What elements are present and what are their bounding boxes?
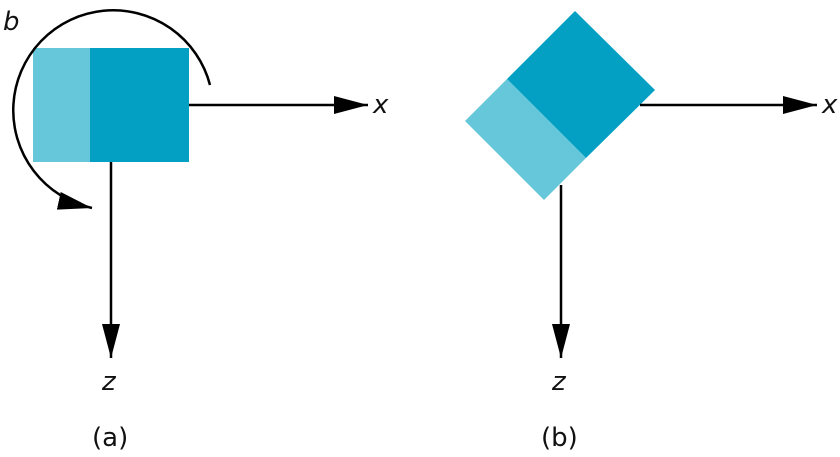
rotated-block-dark-part bbox=[507, 11, 655, 158]
z-axis-label: z bbox=[101, 367, 117, 397]
caption-b: (b) bbox=[541, 423, 578, 453]
panel-a: b x z (a) bbox=[3, 7, 389, 453]
x-axis-label: x bbox=[372, 90, 389, 120]
z-axis-label-b: z bbox=[551, 367, 567, 397]
rotated-block-light-part bbox=[465, 79, 586, 200]
rotation-arc-arrow bbox=[12, 9, 212, 210]
block-light-part bbox=[33, 48, 91, 162]
x-axis-label-b: x bbox=[821, 90, 838, 120]
caption-a: (a) bbox=[92, 423, 128, 453]
panel-b: x z (b) bbox=[465, 11, 838, 453]
block-dark-part bbox=[90, 48, 189, 162]
rotation-label: b bbox=[3, 7, 20, 37]
